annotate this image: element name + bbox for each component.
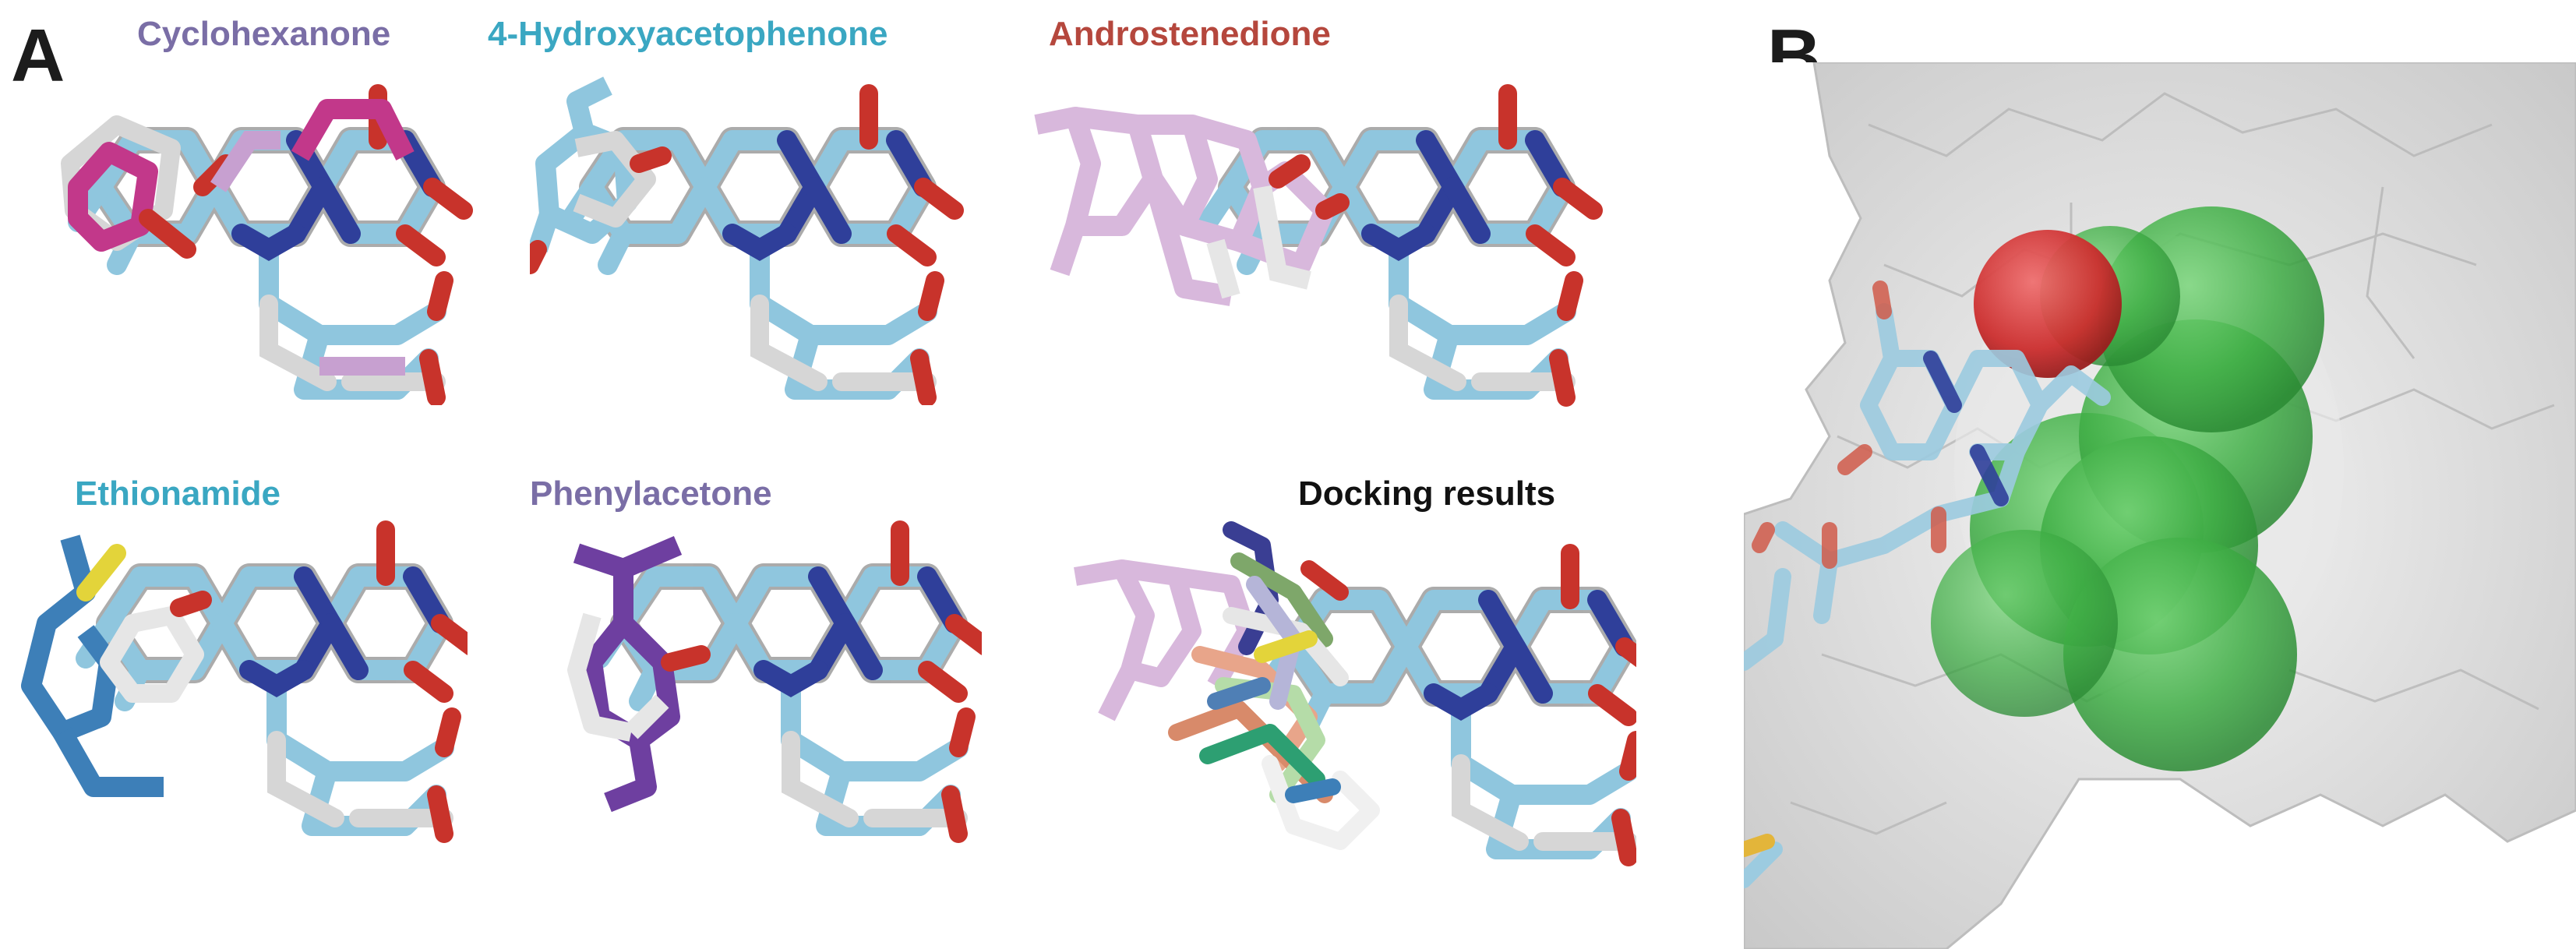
label-docking-results: Docking results: [1298, 474, 1556, 513]
panel-a-letter: A: [11, 14, 65, 97]
binding-pocket-surface: [1744, 62, 2576, 949]
label-ethionamide: Ethionamide: [75, 474, 281, 513]
label-cyclohexanone: Cyclohexanone: [137, 15, 391, 53]
structure-phenylacetone: [545, 506, 982, 849]
structure-ethionamide: [16, 506, 468, 849]
structure-androstenedione: [1029, 70, 1636, 413]
label-hydroxyacetophenone: 4-Hydroxyacetophenone: [488, 15, 888, 53]
structure-docking-results: [1060, 499, 1636, 935]
label-androstenedione: Androstenedione: [1049, 15, 1331, 53]
label-phenylacetone: Phenylacetone: [530, 474, 772, 513]
structure-hydroxyacetophenone: [530, 70, 966, 405]
structure-cyclohexanone: [47, 70, 491, 405]
panel-b-binding-pocket: [1744, 62, 2576, 949]
